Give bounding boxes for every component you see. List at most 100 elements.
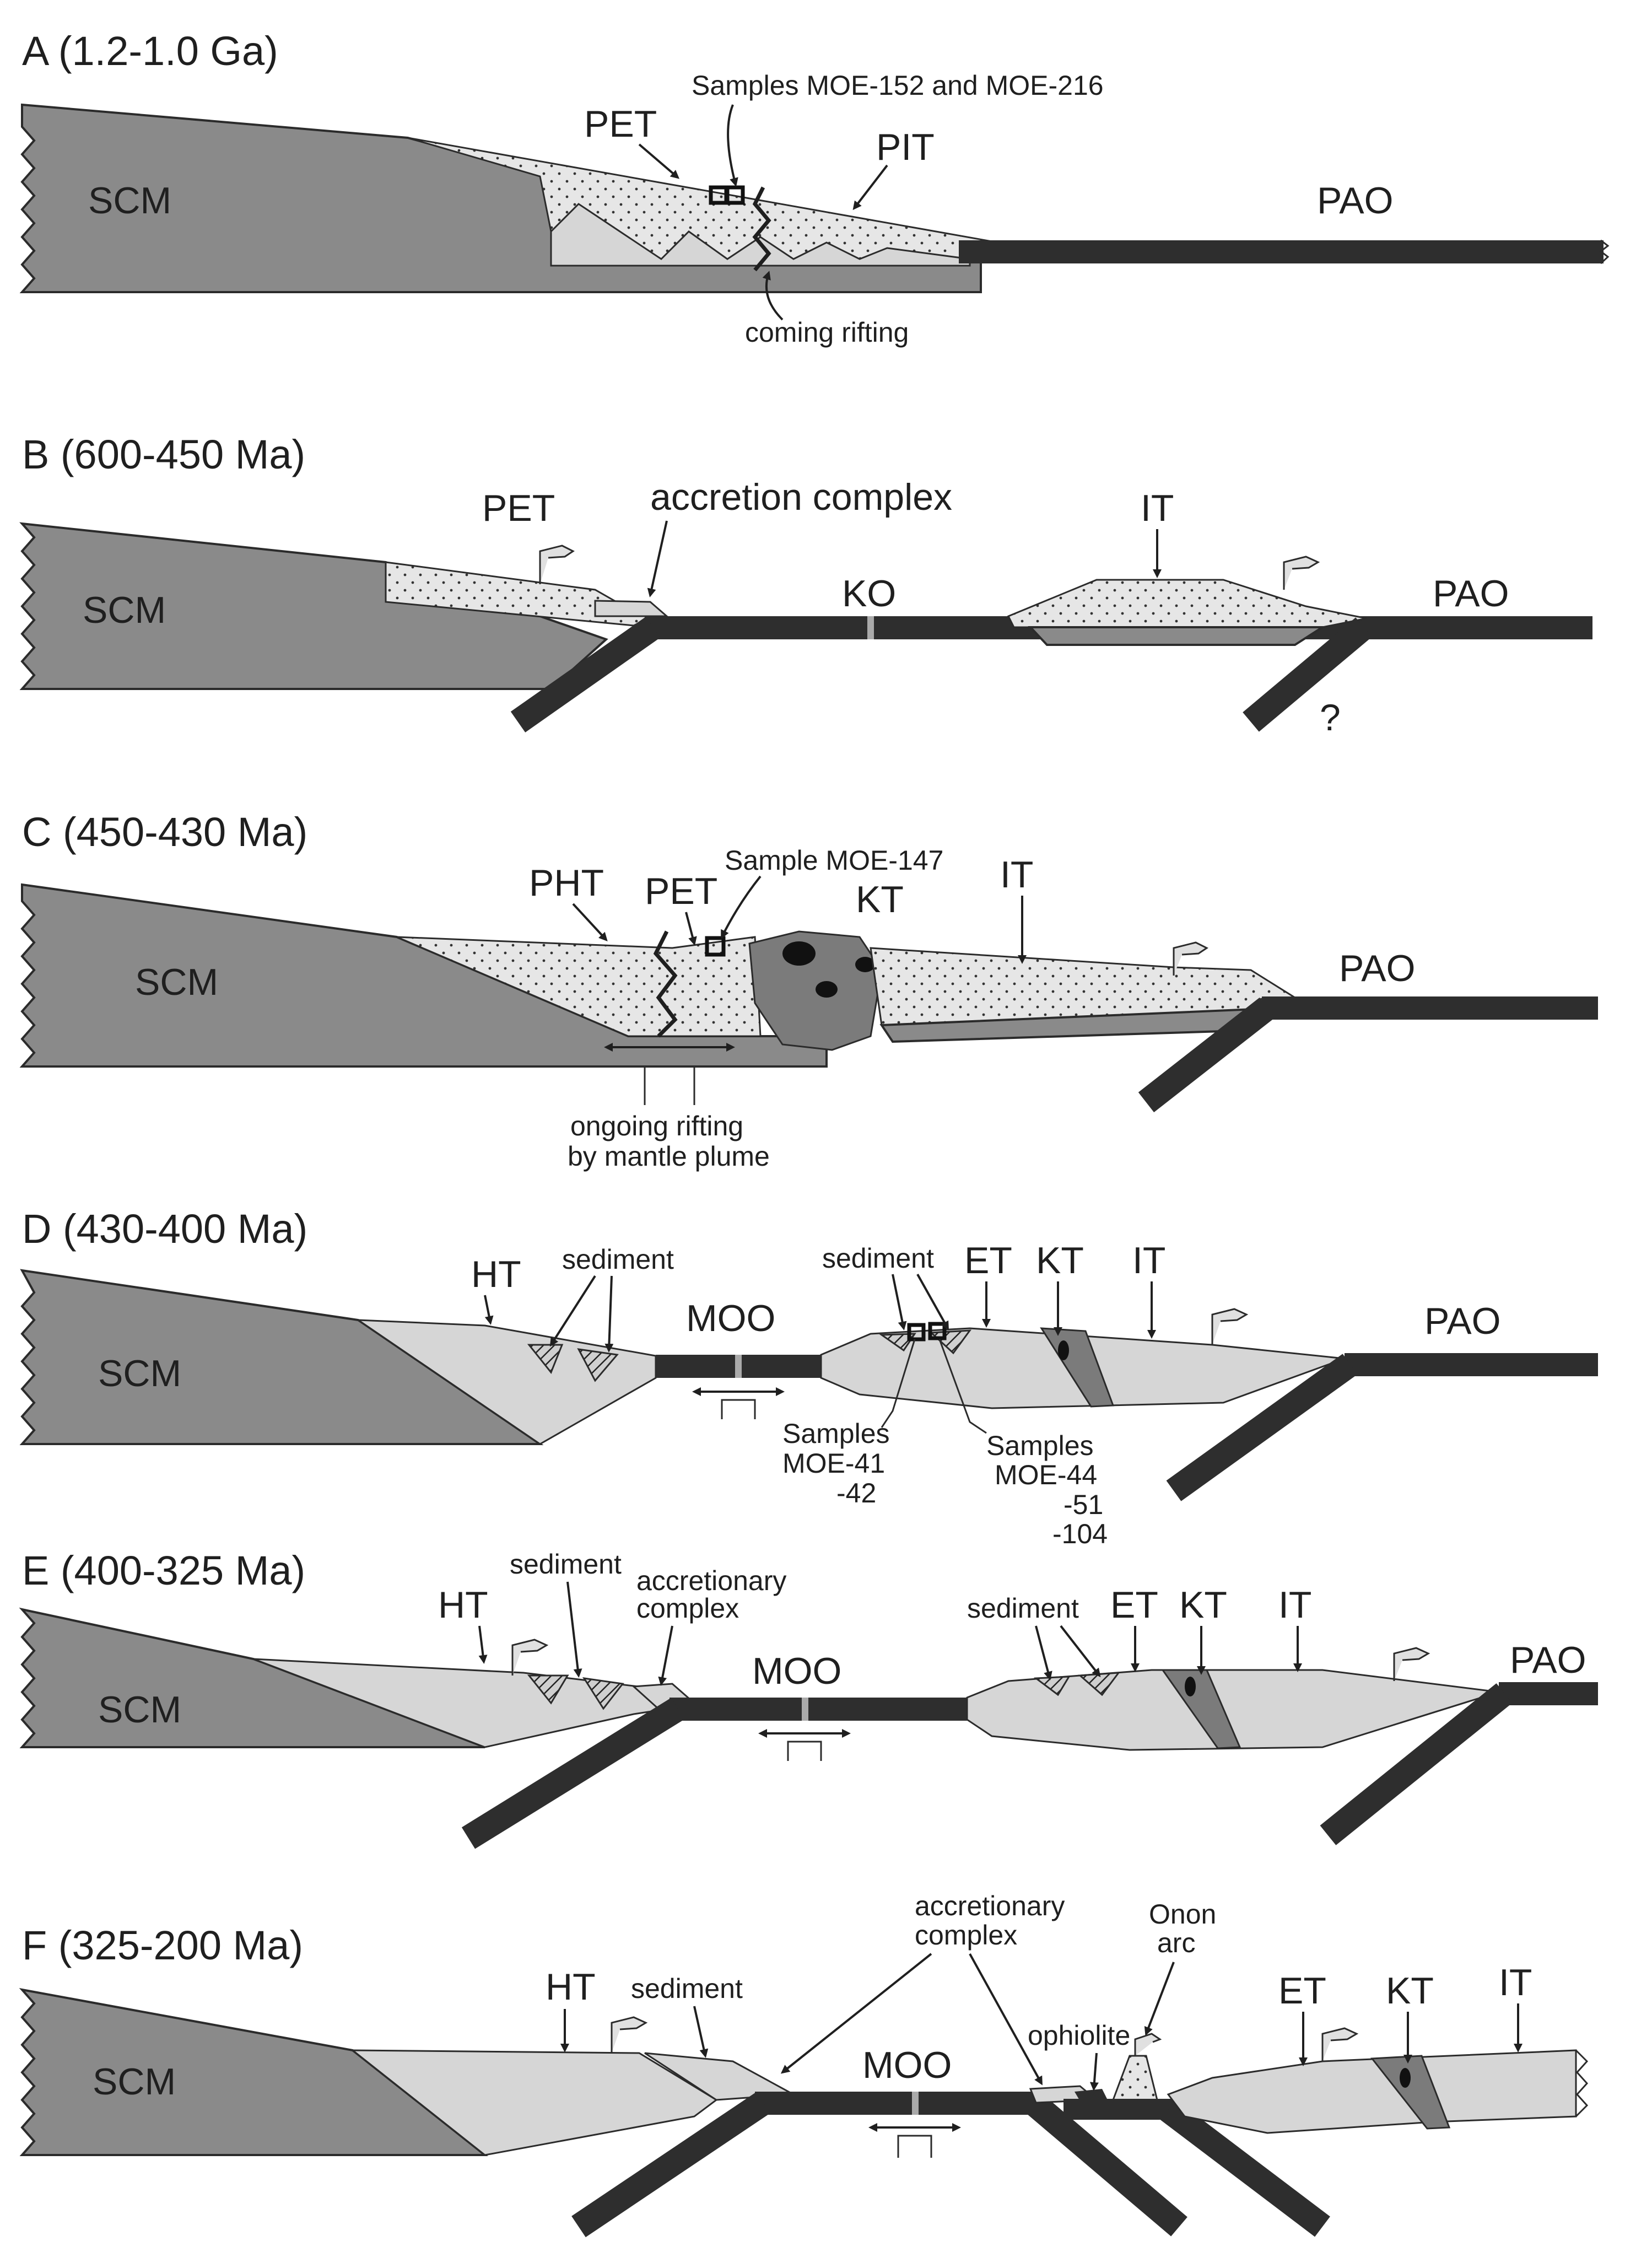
panel-e: E (400-325 Ma) SCM HT sediment accretion…	[19, 1548, 1598, 1849]
panel-f-moo-plate	[755, 2092, 1041, 2115]
panel-f-moo-slab-west	[571, 2092, 770, 2238]
panel-e-pao-plate	[1499, 1682, 1598, 1705]
panel-d-pao-plate	[1345, 1353, 1598, 1376]
panel-d-sediment-label-2: sediment	[822, 1243, 934, 1274]
panel-c-pht-label: PHT	[529, 862, 604, 904]
panel-f-title: F (325-200 Ma)	[22, 1922, 303, 1968]
panel-c-sample-box	[705, 936, 726, 957]
panel-d-samples2-c: -51	[1063, 1489, 1103, 1520]
panel-b-accretion-label: accretion complex	[650, 476, 952, 518]
panel-f-eastern-terranes	[1167, 2049, 1577, 2134]
panel-c-rift-label-2: by mantle plume	[568, 1141, 770, 1172]
panel-e-kt-block	[1161, 1669, 1241, 1749]
panel-e-et-label: ET	[1110, 1584, 1158, 1626]
panel-a-pet-label: PET	[584, 103, 657, 145]
panel-c-scm-label: SCM	[135, 961, 218, 1003]
panel-c-pet-label: PET	[645, 870, 717, 912]
panel-c-rift-label-1: ongoing rifting	[570, 1111, 743, 1141]
panel-a-samples-label: Samples MOE-152 and MOE-216	[692, 70, 1104, 101]
panel-f-it-label: IT	[1499, 1962, 1532, 2003]
panel-d: D (430-400 Ma) SCM HT sediment MOO sedim…	[19, 1206, 1598, 1549]
panel-b-pet-label: PET	[482, 487, 555, 529]
panel-f: F (325-200 Ma) SCM HT sediment accretion…	[19, 1890, 1589, 2238]
panel-b-pao-slab	[1243, 617, 1372, 732]
panel-b-ko-label: KO	[842, 573, 896, 615]
panel-d-ht-label: HT	[471, 1253, 521, 1295]
panel-f-sediment-label: sediment	[631, 1973, 743, 2004]
panel-d-kt-label: KT	[1036, 1240, 1084, 1281]
panel-e-acc-label-1: accretionary	[636, 1565, 786, 1596]
panel-f-moo-slab-east	[1025, 2093, 1187, 2237]
panel-f-east-plate	[1063, 2099, 1174, 2120]
panel-c-pao-label: PAO	[1339, 947, 1416, 989]
panel-c-sample-label: Sample MOE-147	[725, 845, 943, 876]
panel-b-question-label: ?	[1320, 697, 1341, 739]
panel-b-pao-label: PAO	[1433, 573, 1509, 615]
panel-d-scm-craton	[19, 1269, 544, 1445]
panel-f-east-slab	[1160, 2099, 1330, 2237]
panel-b-accretion-wedge	[594, 600, 670, 617]
panel-f-kt-label: KT	[1386, 1970, 1434, 2012]
panel-e-moo-slab	[461, 1698, 685, 1849]
panel-d-samples1-c: -42	[836, 1478, 876, 1509]
panel-c-pao-plate	[1262, 996, 1598, 1020]
panel-f-acc-label-2: complex	[915, 1920, 1017, 1951]
panel-f-onon-label-1: Onon	[1149, 1899, 1216, 1930]
panel-c-kt-label: KT	[856, 879, 904, 920]
panel-e-ht-label: HT	[438, 1584, 488, 1626]
panel-e-sediment-label-1: sediment	[510, 1549, 622, 1580]
panel-a-pit-label: PIT	[876, 126, 935, 168]
panel-f-acc-label-1: accretionary	[915, 1890, 1065, 1921]
panel-a-rifting-label: coming rifting	[745, 317, 909, 348]
panel-f-onon-arc	[1111, 2055, 1158, 2101]
panel-a-rift-line	[752, 186, 771, 272]
panel-a-scm-label: SCM	[88, 180, 171, 222]
panel-f-moo-label: MOO	[862, 2044, 952, 2086]
panel-e-pao-slab	[1320, 1683, 1513, 1845]
panel-f-onon-label-2: arc	[1157, 1927, 1195, 1958]
panel-b: B (600-450 Ma) SCM PET accretion complex…	[19, 432, 1592, 739]
panel-d-pao-label: PAO	[1424, 1300, 1501, 1342]
panel-a-sample-box-2	[725, 185, 745, 205]
panel-e-moo-plate	[670, 1698, 967, 1721]
panel-d-samples2-a: Samples	[986, 1430, 1094, 1461]
panel-e-moo-label: MOO	[752, 1650, 841, 1692]
panel-d-sediment-label-1: sediment	[562, 1244, 674, 1275]
panel-f-et-label: ET	[1278, 1970, 1326, 2012]
panel-b-title: B (600-450 Ma)	[22, 432, 305, 477]
panel-c-rift-line	[653, 930, 678, 1038]
panel-e-acc-label-2: complex	[636, 1593, 739, 1624]
panel-f-scm-craton	[19, 1987, 488, 2156]
panel-f-ht-label: HT	[546, 1966, 596, 2008]
panel-d-samples2-d: -104	[1052, 1518, 1108, 1549]
panel-f-ht-terrane	[350, 2049, 718, 2156]
panel-d-samples1-b: MOE-41	[782, 1448, 885, 1479]
panel-e-kt-label: KT	[1179, 1584, 1227, 1626]
panel-a-pao-label: PAO	[1317, 180, 1394, 222]
panel-f-scm-label: SCM	[93, 2061, 176, 2103]
panel-c-it-label: IT	[1000, 854, 1033, 896]
panel-d-et-label: ET	[964, 1240, 1012, 1281]
panel-e-title: E (400-325 Ma)	[22, 1548, 305, 1593]
panel-e-pao-label: PAO	[1510, 1639, 1586, 1681]
panel-d-samples1-a: Samples	[782, 1418, 890, 1449]
panel-d-pao-slab	[1166, 1354, 1358, 1501]
panel-c-title: C (450-430 Ma)	[22, 809, 307, 855]
panel-c-kt-terrane	[748, 930, 883, 1051]
panel-e-scm-craton	[19, 1607, 485, 1748]
panel-d-title: D (430-400 Ma)	[22, 1206, 307, 1252]
panel-b-ko-slab	[510, 617, 661, 732]
panel-e-scm-label: SCM	[98, 1689, 181, 1731]
panel-a-tilted-blocks	[550, 203, 971, 267]
panel-e-it-label: IT	[1278, 1584, 1311, 1626]
panel-d-scm-label: SCM	[98, 1353, 181, 1394]
panel-b-it-terrane	[1007, 579, 1367, 628]
panel-a: A (1.2-1.0 Ga) SCM PET PIT PAO Samples M…	[19, 28, 1610, 348]
panel-e-sediment-label-2: sediment	[967, 1593, 1079, 1624]
panel-f-ophiolite-label: ophiolite	[1028, 2020, 1130, 2051]
panel-c: C (450-430 Ma) SCM PHT PET Sample MOE-14…	[19, 809, 1598, 1172]
panel-c-pao-slab	[1138, 997, 1276, 1113]
panel-a-title: A (1.2-1.0 Ga)	[22, 28, 278, 74]
panel-d-samples2-b: MOE-44	[995, 1459, 1097, 1490]
